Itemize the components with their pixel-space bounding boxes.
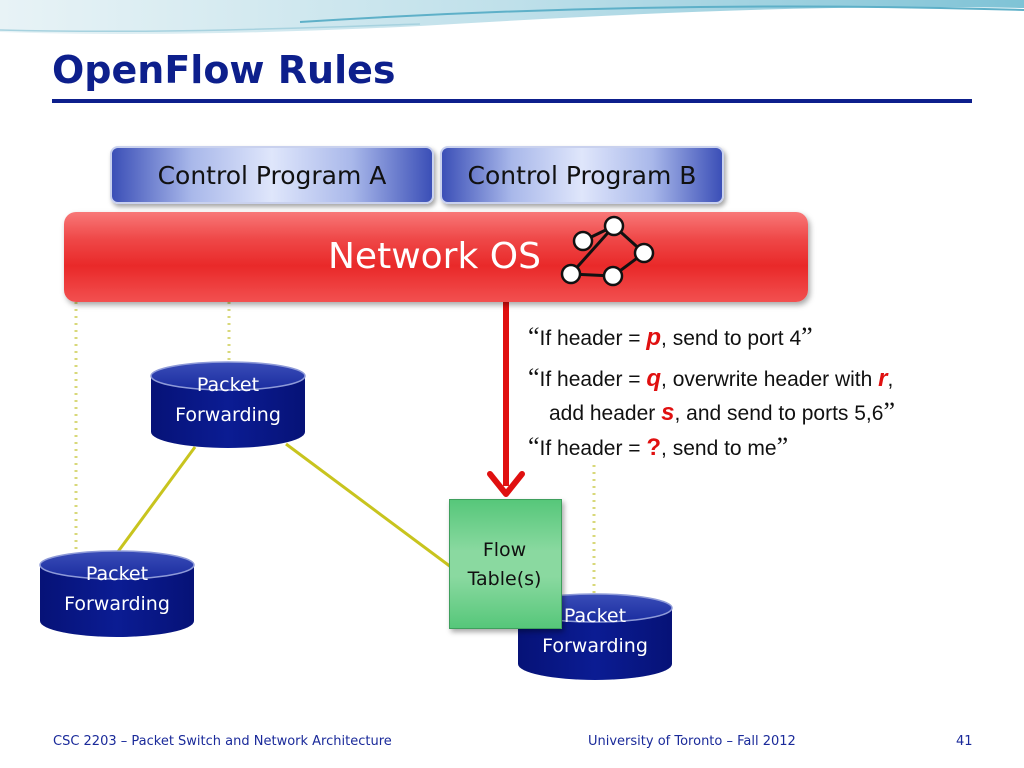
quote-close: ” bbox=[776, 432, 789, 461]
rule-line-2: “If header = q, overwrite header with r, bbox=[528, 363, 893, 393]
footer-institution: University of Toronto – Fall 2012 bbox=[588, 734, 796, 749]
rule-line-3: “If header = ?, send to me” bbox=[528, 432, 788, 462]
packet-forwarding-right-label: Packet Forwarding bbox=[542, 605, 648, 657]
rule3-variable: ? bbox=[646, 434, 662, 461]
title-underline bbox=[52, 99, 972, 103]
network-graph-icon bbox=[560, 215, 655, 287]
slide-title: OpenFlow Rules bbox=[52, 48, 396, 92]
flow-table-box bbox=[449, 499, 562, 629]
rule2-line2-text-a: add header bbox=[549, 402, 662, 425]
rule1-text-b: , send to port 4 bbox=[661, 327, 802, 350]
quote-close: ” bbox=[883, 397, 895, 426]
rule2-line2-text-b: , and send to ports 5,6 bbox=[674, 402, 884, 425]
rule1-text-a: If header = bbox=[539, 327, 647, 350]
quote-close: ” bbox=[801, 322, 813, 351]
rule3-text-b: , send to me bbox=[661, 437, 777, 460]
rule1-variable: p bbox=[646, 324, 662, 351]
packet-forwarding-left-label: Packet Forwarding bbox=[64, 563, 170, 615]
quote-open: “ bbox=[528, 322, 540, 351]
footer-course: CSC 2203 – Packet Switch and Network Arc… bbox=[53, 734, 392, 749]
control-program-b: Control Program B bbox=[440, 146, 724, 204]
rule2-text-a: If header = bbox=[539, 368, 647, 391]
rule-line-1: “If header = p, send to port 4” bbox=[528, 322, 813, 352]
control-program-a-label: Control Program A bbox=[157, 160, 387, 190]
footer-page-number: 41 bbox=[956, 734, 973, 749]
quote-open: “ bbox=[528, 363, 540, 392]
packet-forwarding-top-label: Packet Forwarding bbox=[175, 374, 281, 426]
packet-forwarding-left bbox=[39, 550, 195, 637]
quote-open: “ bbox=[528, 432, 540, 461]
rule2-variable-2: r bbox=[878, 365, 888, 392]
packet-forwarding-top bbox=[150, 361, 306, 448]
rule2-text-b: , overwrite header with bbox=[661, 368, 879, 391]
rule3-text-a: If header = bbox=[539, 437, 647, 460]
rule2-variable-3: s bbox=[661, 399, 675, 426]
rule-line-2-continued: add header s, and send to ports 5,6” bbox=[549, 397, 895, 427]
control-program-a: Control Program A bbox=[110, 146, 434, 204]
rule2-variable: q bbox=[646, 365, 662, 392]
network-os-label: Network OS bbox=[328, 236, 541, 277]
red-arrow-head bbox=[487, 471, 525, 497]
top-wave-decoration bbox=[0, 0, 1024, 34]
flow-table-label: Flow Table(s) bbox=[467, 539, 542, 590]
link-line bbox=[285, 442, 456, 572]
network-os-bar bbox=[64, 212, 808, 302]
link-line bbox=[115, 446, 197, 554]
rule2-text-c: , bbox=[887, 368, 894, 391]
control-program-b-label: Control Program B bbox=[467, 160, 697, 190]
